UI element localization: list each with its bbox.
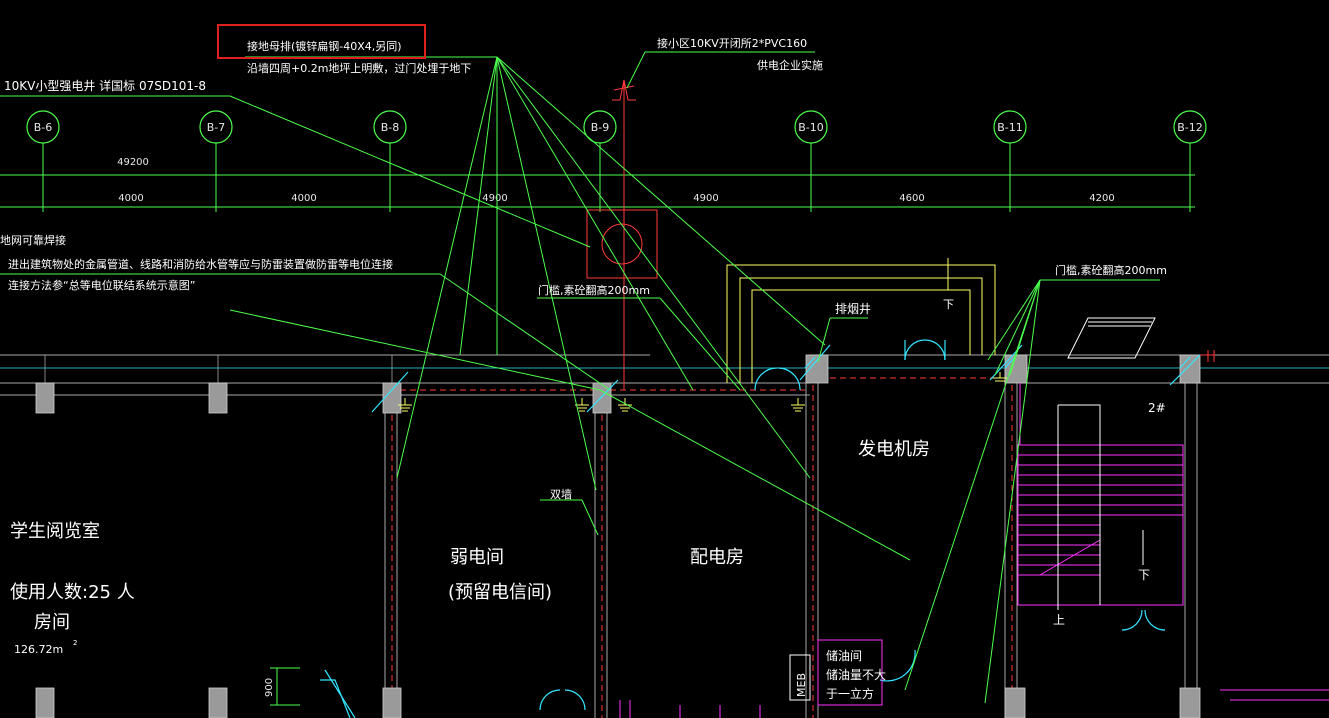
axis-lines xyxy=(42,143,1191,168)
door-swings xyxy=(320,339,1191,718)
double-wall-label[interactable]: 双墙 xyxy=(550,487,572,501)
oil-note-1: 储油量不大 xyxy=(826,667,886,682)
room-weak-current[interactable]: 弱电间 xyxy=(450,547,504,568)
bonding-ref-annotation[interactable]: 连接方法参“总等电位联结系统示意图” xyxy=(8,278,195,292)
axis-bubble-b6[interactable]: B-6 xyxy=(26,110,60,144)
axis-label: B-7 xyxy=(207,121,226,134)
hv-incoming-sub-annotation[interactable]: 供电企业实施 xyxy=(757,58,823,72)
highlight-box[interactable] xyxy=(217,24,426,59)
stair-arrows xyxy=(1057,404,1144,610)
axis-label: B-9 xyxy=(591,121,610,134)
axis-bubble-b8[interactable]: B-8 xyxy=(373,110,407,144)
dimension-span-3: 4900 xyxy=(482,193,507,204)
oil-room-outline xyxy=(817,639,883,706)
bottom-wall-marks xyxy=(619,689,1329,718)
dimension-lines xyxy=(0,168,1195,212)
hv-incoming-cable xyxy=(586,79,1215,390)
dimension-span-4: 4900 xyxy=(693,193,718,204)
threshold-right-annotation[interactable]: 门槛,素砼翻高200mm xyxy=(1055,263,1167,277)
axis-bubble-b9[interactable]: B-9 xyxy=(583,110,617,144)
well-annotation[interactable]: 10KV小型强电井 详国标 07SD101-8 xyxy=(4,78,206,93)
axis-bubble-b11[interactable]: B-11 xyxy=(993,110,1027,144)
axis-label: B-6 xyxy=(34,121,53,134)
room-reading-room[interactable]: 学生阅览室 xyxy=(10,521,100,542)
grounding-symbols xyxy=(398,372,1007,412)
room-area-sup: 2 xyxy=(73,639,77,647)
bonding-annotation[interactable]: 进出建筑物处的金属管道、线路和消防给水管等应与防雷装置做防雷等电位连接 xyxy=(8,257,393,271)
weld-annotation[interactable]: 地网可靠焊接 xyxy=(0,233,66,247)
room-occupancy: 使用人数:25 人 xyxy=(10,582,135,603)
dimension-span-1: 4000 xyxy=(118,193,143,204)
structural-columns xyxy=(35,354,1201,718)
room-label: 房间 xyxy=(34,612,70,633)
dimension-total: 49200 xyxy=(117,157,149,168)
meb-label: MEB xyxy=(795,673,808,697)
stair-number: 2# xyxy=(1148,401,1166,415)
dimension-span-5: 4600 xyxy=(899,193,924,204)
down-label-shaft: 下 xyxy=(943,298,954,311)
room-area: 126.72m xyxy=(14,643,63,656)
dimension-900: 900 xyxy=(264,667,300,706)
axis-label: B-11 xyxy=(997,121,1023,134)
oil-note-2: 于一立方 xyxy=(826,686,874,701)
room-generator[interactable]: 发电机房 xyxy=(858,439,930,460)
axis-label: B-12 xyxy=(1177,121,1203,134)
hv-incoming-annotation[interactable]: 接小区10KV开闭所2*PVC160 xyxy=(657,37,807,50)
down-label-stair: 下 xyxy=(1138,568,1150,582)
cable-trench xyxy=(726,258,996,383)
axis-bubble-b12[interactable]: B-12 xyxy=(1173,110,1207,144)
meb-box[interactable]: MEB xyxy=(789,654,811,701)
skylight-hatch xyxy=(1067,317,1156,359)
column-guides xyxy=(44,355,393,383)
leader-lines xyxy=(0,51,1160,704)
room-weak-current-sub: (预留电信间) xyxy=(448,582,552,603)
busbar-sub-annotation[interactable]: 沿墙四周+0.2m地坪上明敷，过门处埋于地下 xyxy=(247,61,471,75)
smoke-shaft-label[interactable]: 排烟井 xyxy=(835,302,871,316)
dimension-span-2: 4000 xyxy=(291,193,316,204)
room-distribution[interactable]: 配电房 xyxy=(690,547,744,568)
exterior-wall xyxy=(0,354,1329,396)
dimension-900-label: 900 xyxy=(264,678,275,697)
room-oil[interactable]: 储油间 xyxy=(826,648,862,663)
dimension-span-6: 4200 xyxy=(1089,193,1114,204)
axis-label: B-8 xyxy=(381,121,400,134)
up-label-stair: 上 xyxy=(1053,613,1065,627)
busbar-annotation[interactable]: 接地母排(镀锌扁钢-40X4,另同) xyxy=(247,39,402,53)
axis-label: B-10 xyxy=(798,121,824,134)
axis-bubble-b7[interactable]: B-7 xyxy=(199,110,233,144)
axis-bubble-b10[interactable]: B-10 xyxy=(794,110,828,144)
threshold-left-annotation[interactable]: 门槛,素砼翻高200mm xyxy=(538,283,650,297)
interior-walls xyxy=(384,370,1198,718)
